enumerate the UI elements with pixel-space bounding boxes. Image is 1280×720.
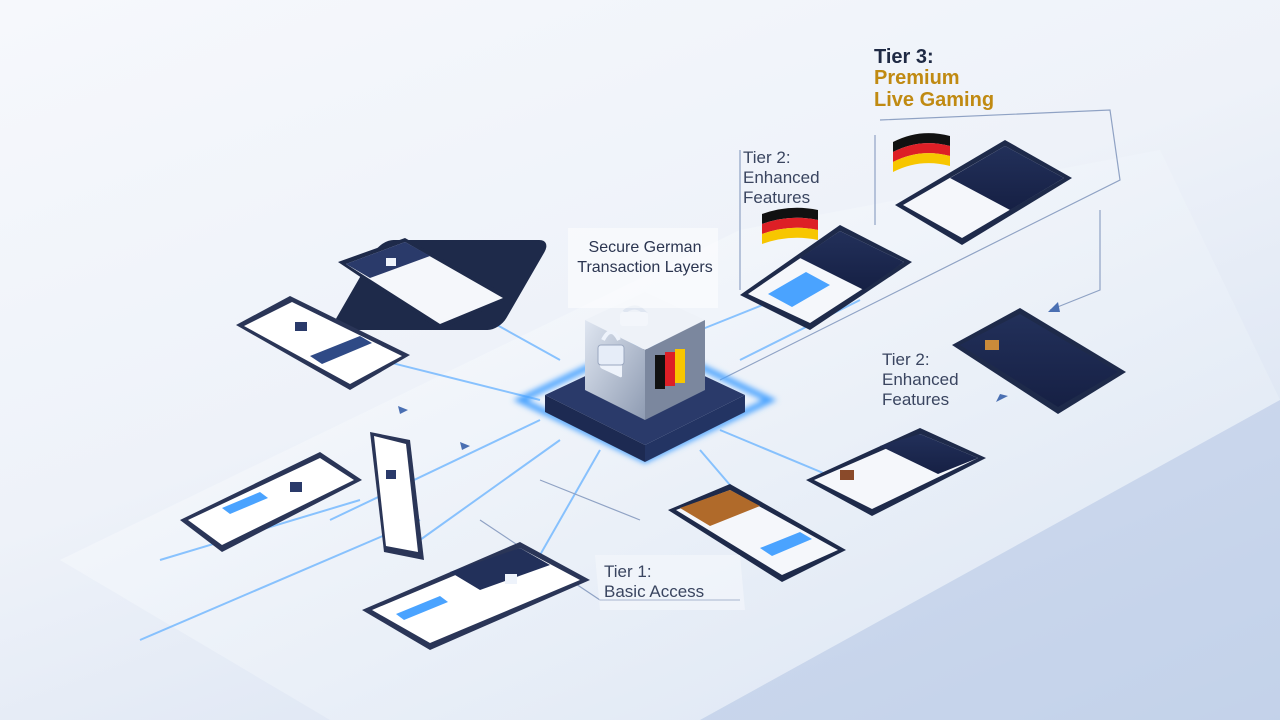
- tier1-label: Tier 1: Basic Access: [604, 562, 704, 602]
- phone-login-4: [370, 432, 424, 560]
- tier2-top-line3: Features: [743, 188, 811, 207]
- center-label: Secure German Transaction Layers: [565, 238, 725, 278]
- phone-gaming-2: [895, 140, 1072, 245]
- phone-login-5: [362, 542, 590, 650]
- tier3-line2: Premium: [874, 67, 960, 89]
- tier2-right-label: Tier 2: Enhanced Features: [882, 350, 959, 410]
- flow-arrows: [398, 302, 1060, 450]
- center-label-panel: [568, 228, 718, 308]
- tier1-label-panel: [595, 555, 745, 610]
- tier2-right-line3: Features: [882, 390, 950, 409]
- center-label-line2: Transaction Layers: [577, 259, 713, 276]
- tier1-line1: Tier 1:: [604, 562, 652, 581]
- phone-login-1: [334, 238, 547, 330]
- german-flag-icon: [893, 133, 950, 172]
- phone-gaming-3: [952, 308, 1126, 414]
- phone-gaming-5: [668, 484, 846, 582]
- tier2-right-line1: Tier 2:: [882, 350, 930, 369]
- platform-shadow: [700, 400, 1280, 720]
- tier3-label: Tier 3: Premium Live Gaming: [874, 47, 994, 111]
- tier2-top-line2: Enhanced: [743, 168, 820, 187]
- german-flag-icon: [762, 207, 818, 244]
- tier2-right-line2: Enhanced: [882, 370, 959, 389]
- tier3-line3: Live Gaming: [874, 89, 995, 111]
- tier1-line2: Basic Access: [604, 582, 705, 601]
- phone-gaming-4: [806, 428, 986, 516]
- tier2-top-label: Tier 2: Enhanced Features: [743, 148, 820, 208]
- tier3-line1: Tier 3:: [874, 46, 934, 68]
- center-label-line1: Secure German: [588, 239, 702, 256]
- phone-login-2: [236, 296, 410, 390]
- tier2-top-line1: Tier 2:: [743, 148, 791, 167]
- phone-login-3: [180, 452, 362, 552]
- phone-gaming-1: [740, 225, 912, 330]
